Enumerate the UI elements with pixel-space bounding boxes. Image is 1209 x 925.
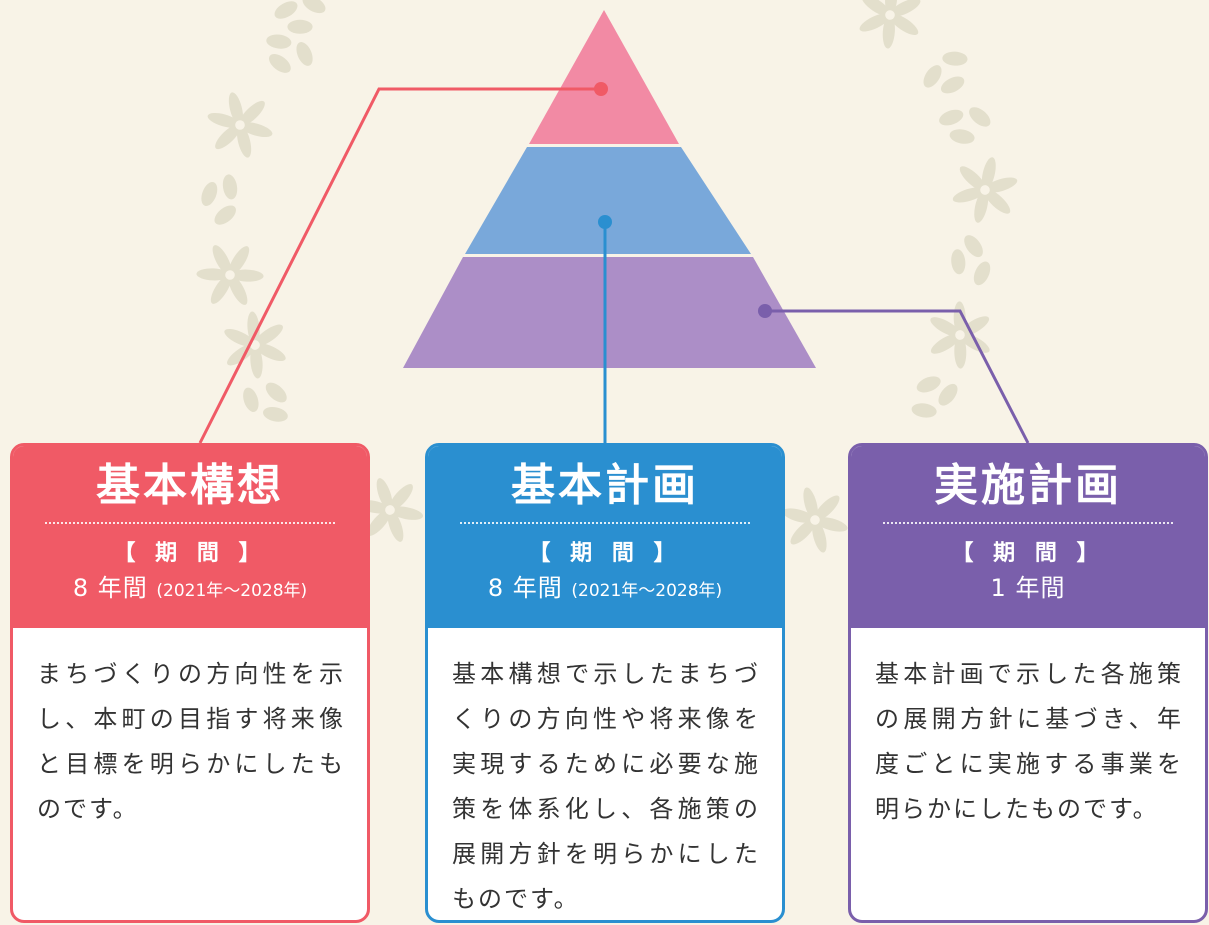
- dotted-divider: [883, 522, 1173, 524]
- leaf-ornament: [939, 107, 991, 144]
- flower-ornament: [782, 487, 848, 553]
- leaf-ornament: [201, 174, 238, 225]
- card-kihon-keikaku: 基本計画 【 期 間 】 8 年間 (2021年〜2028年) 基本構想で示した…: [425, 443, 785, 923]
- period-label: 【 期 間 】: [113, 541, 267, 566]
- period-label: 【 期 間 】: [528, 541, 682, 566]
- card-description: まちづくりの方向性を示し、本町の目指す将来像と目標を明らかにしたものです。: [37, 660, 345, 823]
- connector-dot-kihon-keikaku: [598, 215, 612, 229]
- period-value: 8 年間 (2021年〜2028年): [428, 572, 782, 607]
- card-description: 基本計画で示した各施策の展開方針に基づき、年度ごとに実施する事業を明らかにしたも…: [875, 660, 1183, 823]
- flower-ornament: [859, 0, 921, 49]
- leaf-ornament: [923, 51, 968, 94]
- card-title: 基本計画: [511, 460, 699, 511]
- flower-ornament: [930, 301, 990, 369]
- connector-jisshi-keikaku: [765, 309, 1030, 444]
- flower-ornament: [196, 245, 264, 305]
- period-years: (2021年〜2028年): [156, 581, 308, 601]
- dotted-divider: [45, 522, 335, 524]
- period-value: 1 年間: [851, 572, 1205, 607]
- flower-ornament: [952, 157, 1018, 223]
- leaf-ornament: [911, 376, 958, 418]
- period-duration: 8 年間: [487, 574, 563, 602]
- period-duration: 1 年間: [990, 574, 1066, 602]
- connector-dot-jisshi-keikaku: [758, 304, 772, 318]
- leaf-ornament: [243, 382, 288, 422]
- leaf-ornament: [951, 235, 991, 286]
- card-description: 基本構想で示したまちづくりの方向性や将来像を実現するために必要な施策を体系化し、…: [452, 660, 760, 913]
- period-duration: 8 年間: [72, 574, 148, 602]
- period-label: 【 期 間 】: [951, 541, 1105, 566]
- card-header: 基本構想 【 期 間 】 8 年間 (2021年〜2028年): [13, 446, 367, 628]
- pyramid-bottom-tier: [403, 257, 816, 368]
- pyramid-top-tier: [529, 10, 679, 144]
- pyramid-middle-tier: [465, 147, 751, 254]
- dotted-divider: [460, 522, 750, 524]
- card-jisshi-keikaku: 実施計画 【 期 間 】 1 年間 基本計画で示した各施策の展開方針に基づき、年…: [848, 443, 1208, 923]
- connector-dot-kihon-kousou: [594, 82, 608, 96]
- card-header: 基本計画 【 期 間 】 8 年間 (2021年〜2028年): [428, 446, 782, 628]
- period-years: (2021年〜2028年): [571, 581, 723, 601]
- card-title: 実施計画: [934, 460, 1122, 511]
- pyramid: [403, 10, 816, 368]
- flower-ornament: [207, 92, 273, 158]
- card-kihon-kousou: 基本構想 【 期 間 】 8 年間 (2021年〜2028年) まちづくりの方向…: [10, 443, 370, 923]
- card-header: 実施計画 【 期 間 】 1 年間: [851, 446, 1205, 628]
- card-title: 基本構想: [96, 460, 284, 511]
- leaf-ornament: [274, 0, 326, 34]
- period-value: 8 年間 (2021年〜2028年): [13, 572, 367, 607]
- connector-kihon-kousou: [198, 87, 601, 444]
- leaf-ornament: [266, 34, 313, 73]
